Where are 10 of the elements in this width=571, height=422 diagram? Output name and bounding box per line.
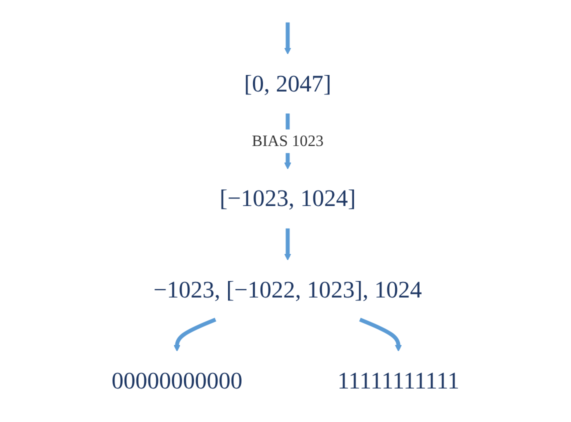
node-text: 11111111111 [337, 368, 460, 394]
arrow [359, 318, 402, 352]
arrow [284, 22, 292, 54]
node-text: [−1023, 1024] [220, 186, 356, 212]
node-text: 00000000000 [112, 368, 242, 394]
node-text: [0, 2047] [244, 70, 332, 97]
arrow [174, 318, 216, 352]
edge-label: BIAS 1023 [252, 132, 324, 150]
arrow [284, 228, 292, 260]
node-text: −1023, [−1022, 1023], 1024 [153, 276, 422, 303]
